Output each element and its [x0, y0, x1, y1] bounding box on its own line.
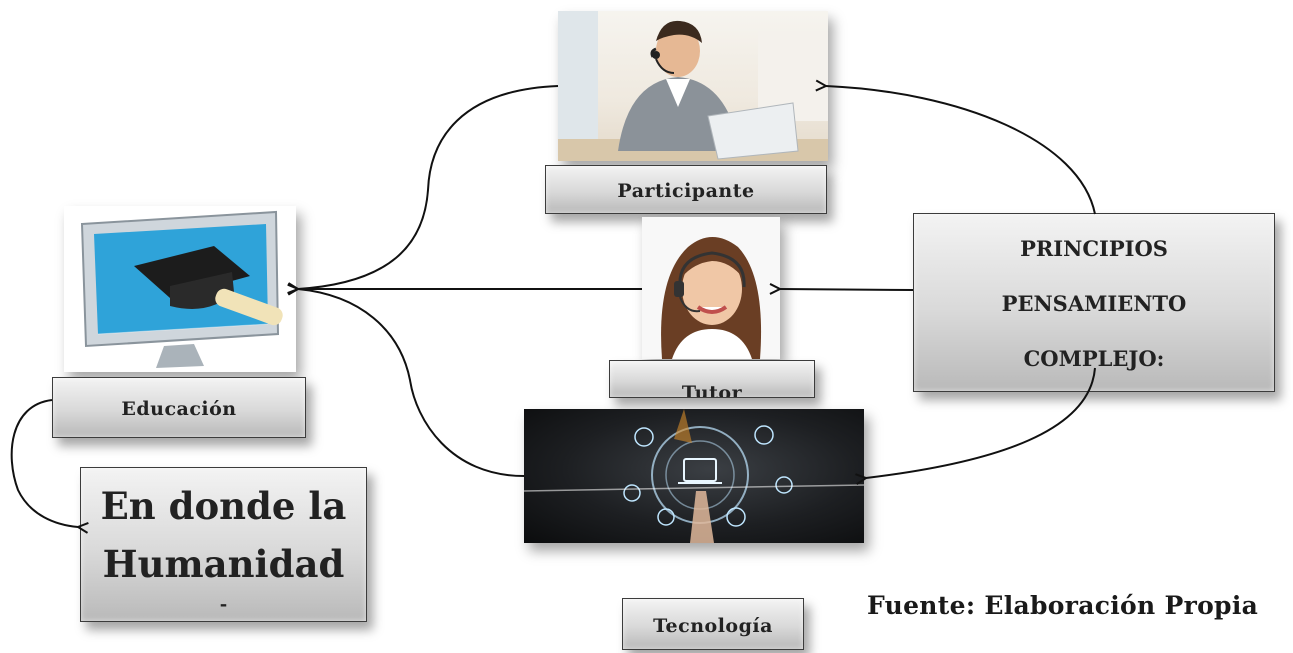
educacion-label-box: Educación: [52, 377, 306, 438]
tutor-photo: [642, 217, 780, 359]
principios-box: PRINCIPIOS PENSAMIENTO COMPLEJO:: [913, 213, 1275, 392]
participante-label-box: Participante: [545, 165, 827, 214]
arrow-principios-to-participante: [826, 86, 1096, 215]
man-with-headset-icon: [558, 11, 828, 161]
principios-line-2: PENSAMIENTO: [1001, 291, 1187, 316]
humanidad-line-2: Humanidad: [102, 542, 345, 586]
arrow-educacion-to-humanidad: [10, 399, 78, 527]
tutor-label-box: Tutor: [609, 360, 815, 398]
arrow-principios-to-tutor: [780, 289, 914, 290]
arrow-participante-to-educacion: [298, 85, 559, 289]
humanidad-line-1: En donde la: [100, 484, 347, 528]
woman-with-headset-icon: [661, 237, 762, 359]
educacion-label: Educación: [121, 398, 237, 420]
principios-line-1: PRINCIPIOS: [1020, 236, 1168, 261]
principios-line-3: COMPLEJO:: [1023, 346, 1165, 371]
arrow-principios-to-tecnologia: [866, 367, 1096, 478]
humanidad-line-3: -: [219, 594, 228, 615]
humanidad-box: En donde la Humanidad -: [80, 467, 367, 622]
source-note: Fuente: Elaboración Propia: [867, 591, 1259, 620]
participante-label: Participante: [617, 180, 755, 202]
tecnologia-photo: [524, 409, 864, 543]
technology-icons-icon: [524, 409, 864, 543]
monitor-graduation-cap-icon: [80, 210, 283, 368]
tecnologia-label: Tecnología: [653, 615, 773, 637]
educacion-photo: [64, 206, 296, 372]
arrow-tecnologia-to-educacion: [298, 289, 525, 477]
tecnologia-label-box: Tecnología: [622, 598, 804, 650]
tutor-label: Tutor: [681, 382, 743, 398]
participante-photo: [558, 11, 828, 161]
